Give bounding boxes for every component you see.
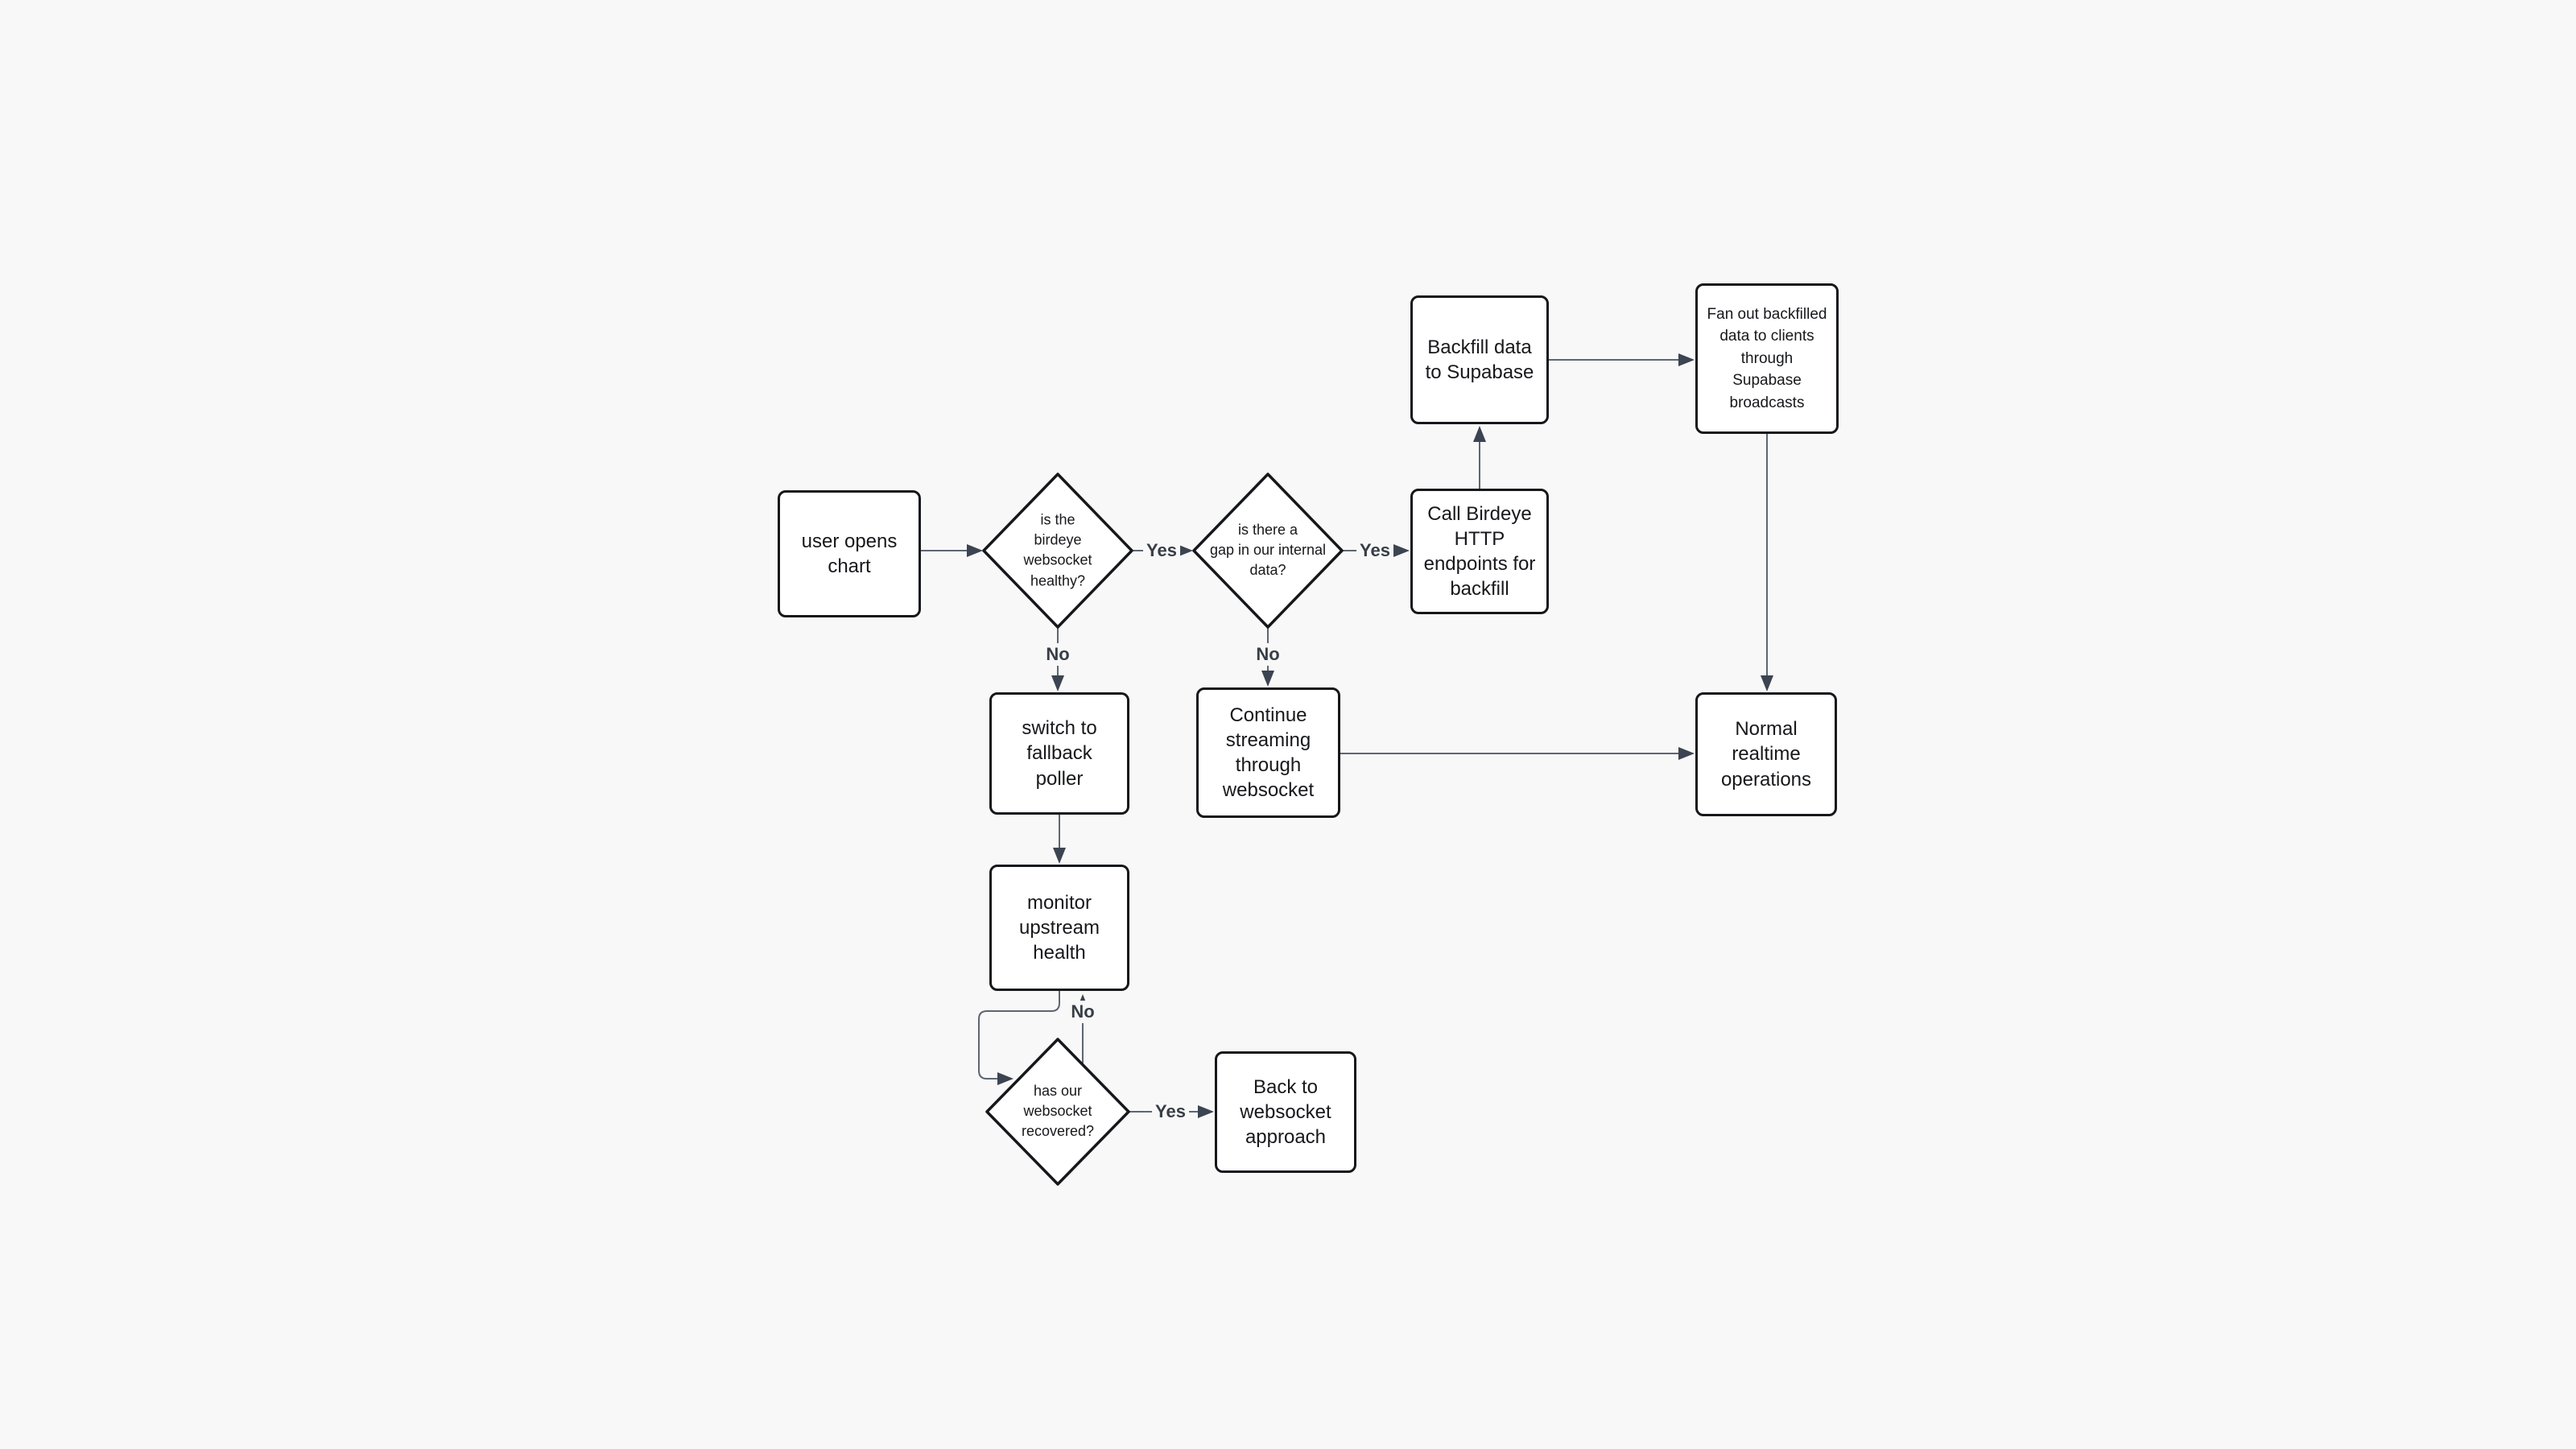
node-back-to-websocket: Back to websocket approach bbox=[1215, 1051, 1356, 1173]
node-user-opens-chart: user opens chart bbox=[778, 490, 921, 617]
edge-label-recovered-no: No bbox=[1067, 1001, 1098, 1023]
node-continue-streaming: Continue streaming through websocket bbox=[1196, 687, 1340, 818]
node-monitor-upstream-health: monitor upstream health bbox=[989, 865, 1129, 991]
decision-websocket-healthy-label: is the birdeye websocket healthy? bbox=[1023, 511, 1092, 589]
decision-websocket-recovered-shape bbox=[985, 1038, 1130, 1186]
decision-gap-in-data-label: is there a gap in our internal data? bbox=[1209, 522, 1327, 579]
node-normal-realtime-operations: Normal realtime operations bbox=[1695, 692, 1837, 816]
decision-websocket-recovered-label: has our websocket recovered? bbox=[1021, 1083, 1095, 1140]
decision-websocket-healthy-shape bbox=[982, 473, 1133, 629]
edge-monitor-to-recovered bbox=[978, 991, 1060, 1085]
node-backfill-supabase: Backfill data to Supabase bbox=[1410, 295, 1549, 424]
edge-label-healthy-no: No bbox=[1042, 643, 1073, 666]
decision-gap-in-data-shape bbox=[1192, 473, 1344, 629]
node-call-birdeye: Call Birdeye HTTP endpoints for backfill bbox=[1410, 489, 1549, 614]
edge-label-gap-no: No bbox=[1253, 643, 1283, 666]
node-fan-out-broadcasts: Fan out backfilled data to clients throu… bbox=[1695, 283, 1839, 434]
node-switch-fallback-poller: switch to fallback poller bbox=[989, 692, 1129, 815]
edge-label-recovered-yes: Yes bbox=[1152, 1100, 1189, 1123]
edge-label-gap-yes: Yes bbox=[1356, 539, 1393, 562]
edge-label-healthy-yes: Yes bbox=[1143, 539, 1180, 562]
